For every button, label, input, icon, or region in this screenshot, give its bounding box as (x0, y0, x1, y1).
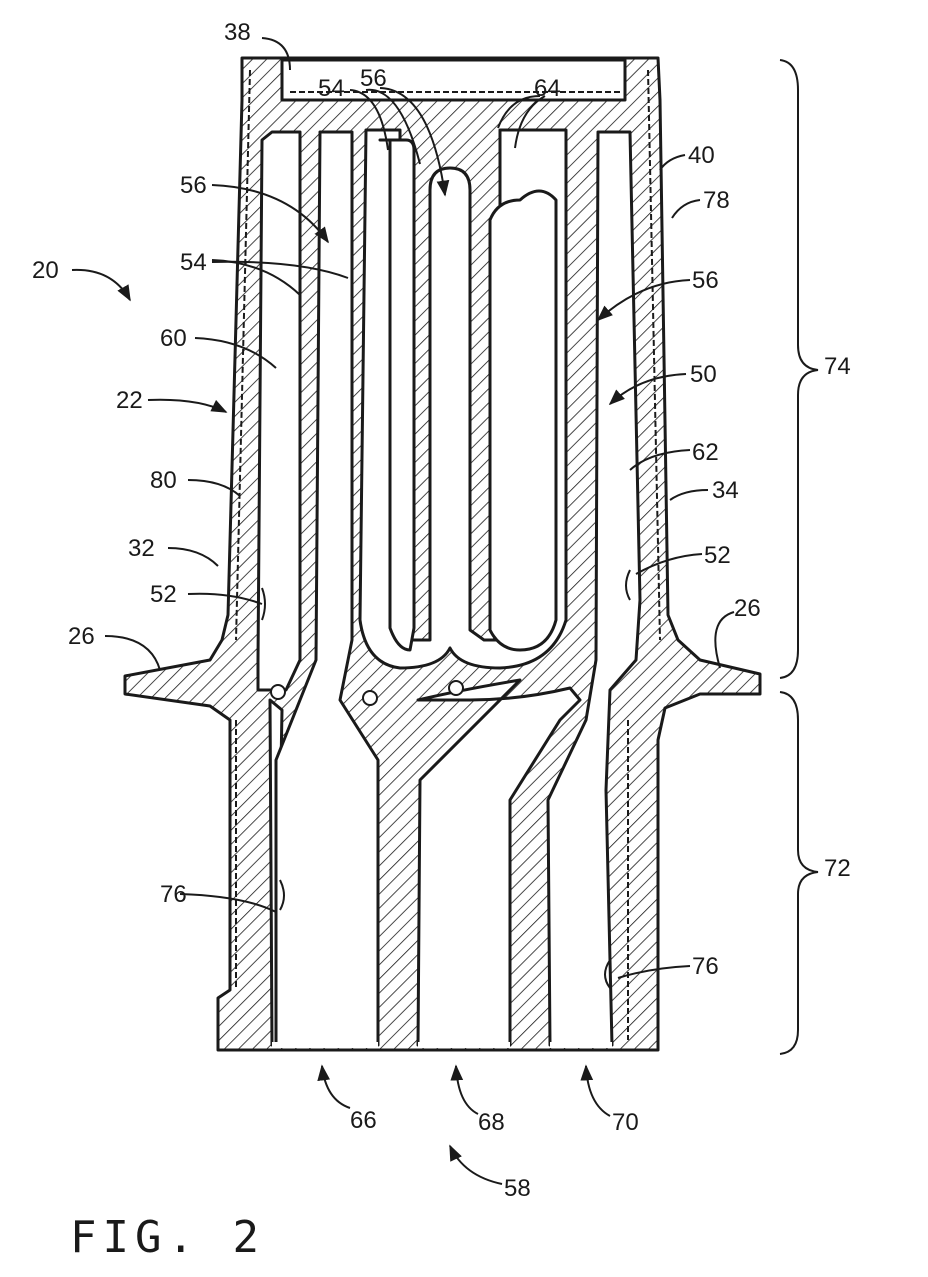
figure-caption: FIG. 2 (70, 1212, 265, 1263)
blade-body (125, 58, 760, 1050)
label-56-top: 56 (360, 65, 387, 92)
label-26-right: 26 (734, 595, 761, 622)
label-32: 32 (128, 535, 155, 562)
label-62: 62 (692, 439, 719, 466)
label-54-left: 54 (180, 249, 207, 276)
bracket-72 (780, 692, 818, 1054)
label-80: 80 (150, 467, 177, 494)
crossover-hole-3 (449, 681, 463, 695)
label-72: 72 (824, 855, 851, 882)
crossover-hole-1 (271, 685, 285, 699)
label-58: 58 (504, 1175, 531, 1202)
label-38: 38 (224, 19, 251, 46)
label-66: 66 (350, 1107, 377, 1134)
label-56-right: 56 (692, 267, 719, 294)
label-52-right: 52 (704, 542, 731, 569)
label-50: 50 (690, 361, 717, 388)
label-20: 20 (32, 257, 59, 284)
label-64: 64 (534, 75, 561, 102)
label-76-left: 76 (160, 881, 187, 908)
label-74: 74 (824, 353, 851, 380)
label-70: 70 (612, 1109, 639, 1136)
crossover-hole-2 (363, 691, 377, 705)
label-60: 60 (160, 325, 187, 352)
label-26-left: 26 (68, 623, 95, 650)
label-52-left: 52 (150, 581, 177, 608)
serpentine-inner-right (490, 191, 556, 650)
label-22: 22 (116, 387, 143, 414)
label-34: 34 (712, 477, 739, 504)
label-76-right: 76 (692, 953, 719, 980)
bracket-74 (780, 60, 818, 678)
label-68: 68 (478, 1109, 505, 1136)
label-54-top: 54 (318, 75, 345, 102)
label-40: 40 (688, 142, 715, 169)
label-56-left: 56 (180, 172, 207, 199)
label-78: 78 (703, 187, 730, 214)
